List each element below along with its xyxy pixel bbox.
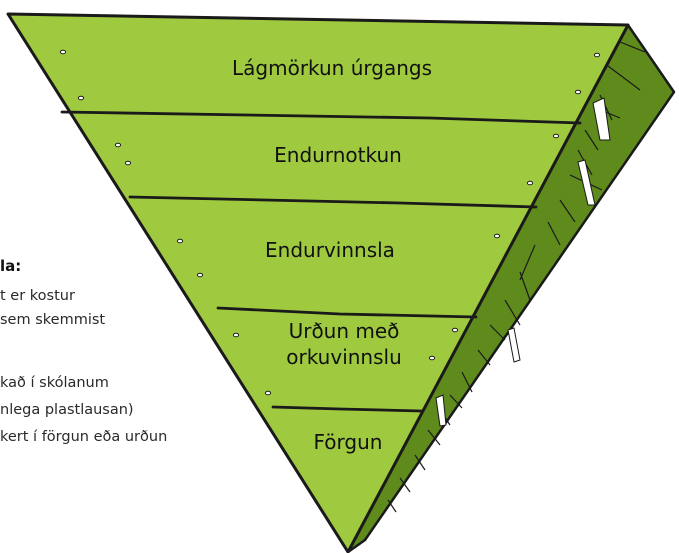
level-label-1: Lágmörkun úrgangs [232, 56, 432, 80]
level-label-4b: orkuvinnslu [286, 345, 402, 369]
divider-4 [271, 405, 423, 413]
pyramid-front-face [6, 12, 630, 553]
bg-heading: la: [0, 257, 22, 275]
divider-3 [216, 306, 478, 319]
bg-line-3: kað í skólanum [0, 375, 109, 391]
bg-line-5: kert í förgun eða urðun [0, 429, 168, 445]
edge-dots [59, 49, 601, 396]
bg-line-1: t er kostur [0, 288, 75, 304]
divider-2 [128, 195, 538, 209]
band-dividers [60, 110, 582, 413]
side-highlights [435, 97, 611, 427]
level-label-3: Endurvinnsla [265, 238, 395, 262]
level-label-2: Endurnotkun [274, 143, 402, 167]
bg-line-4: nlega plastlausan) [0, 402, 134, 418]
bg-line-2: sem skemmist [0, 312, 106, 328]
level-label-5: Förgun [314, 430, 383, 454]
divider-1 [60, 110, 582, 125]
level-label-4a: Urðun með [289, 319, 400, 343]
